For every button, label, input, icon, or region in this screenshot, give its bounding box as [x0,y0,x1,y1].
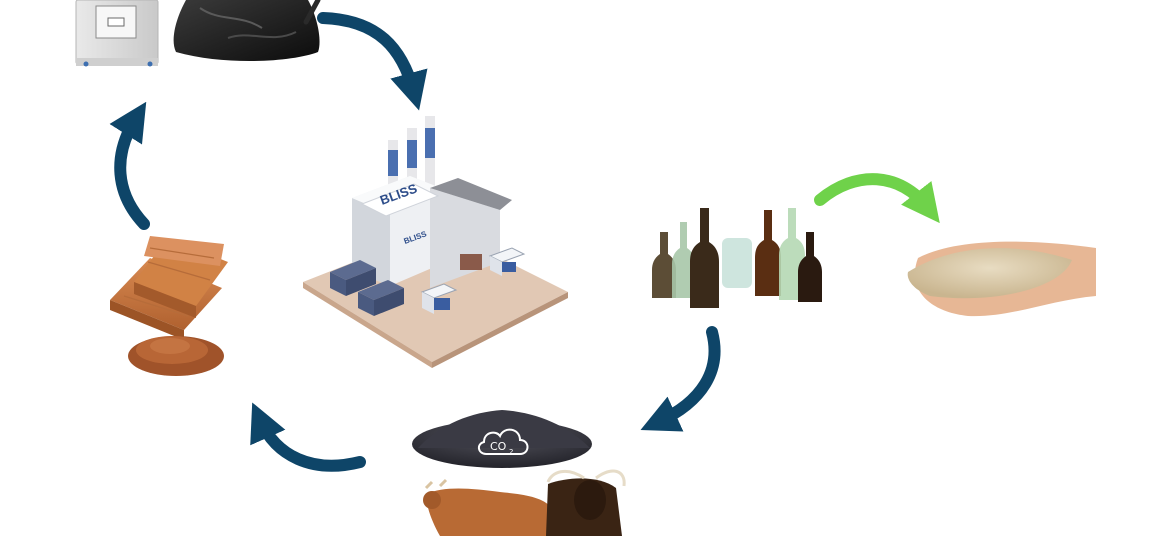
biochar-pile-icon: CO 2 [412,410,592,468]
co2-label: CO [490,440,507,453]
garbage-bag-icon [173,0,321,62]
cycle-arrow-bag-to-factory [317,12,428,111]
waste-bin-machine-icon [75,0,159,67]
cycle-arrow-biochar-to-decking [250,402,366,472]
plastic-pellets-icon [128,336,224,376]
co2-cloud-icon: CO 2 [478,428,529,456]
bliss-factory-icon: BLISS BLISS [303,116,568,368]
composite-decking-icon [110,236,228,340]
co2-subscript: 2 [509,448,513,456]
cycle-arrow-bottles-to-biochar [640,326,721,432]
sand-in-hand-icon [907,241,1096,317]
glass-bottles-icon [652,208,822,308]
cycle-arrow-decking-to-bin [109,101,150,230]
output-arrow-bottles-to-sand [814,173,940,224]
cattle-icon [423,469,626,536]
